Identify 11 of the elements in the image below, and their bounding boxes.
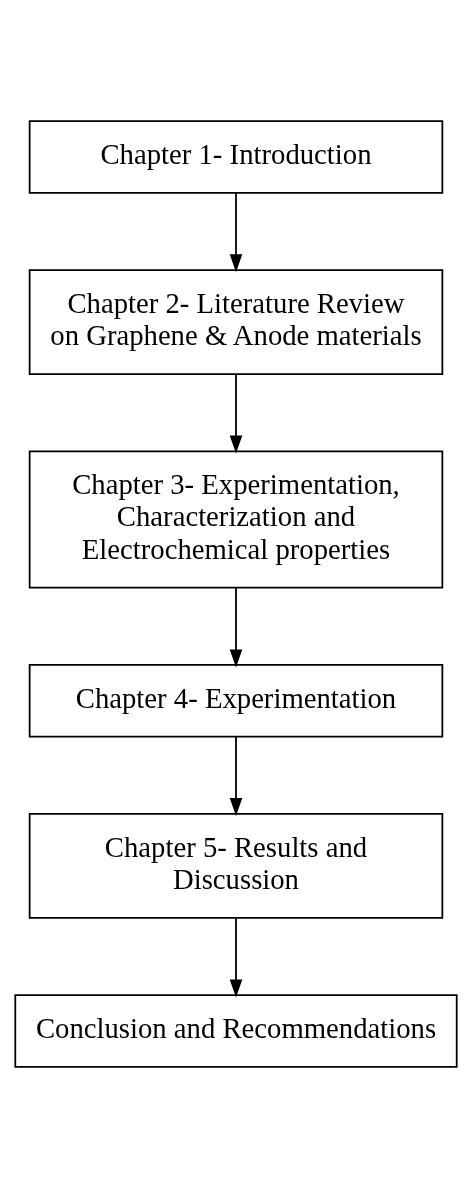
node-box: Chapter 1- Introduction xyxy=(28,119,444,194)
node-box: Chapter 2- Literature Review on Graphene & Anode materials xyxy=(28,268,444,375)
arrow xyxy=(229,917,243,997)
node-box: Chapter 4- Experimentation xyxy=(28,663,444,738)
arrow xyxy=(229,191,243,272)
node-box: Chapter 5- Results and Discussion xyxy=(28,812,444,919)
node-box: Chapter 3- Experimentation, Characterization and Electrochemical properties xyxy=(28,449,444,589)
arrow xyxy=(229,735,243,816)
arrow xyxy=(229,372,243,453)
arrow xyxy=(229,586,243,668)
node-box: Conclusion and Recommendations xyxy=(14,993,458,1068)
